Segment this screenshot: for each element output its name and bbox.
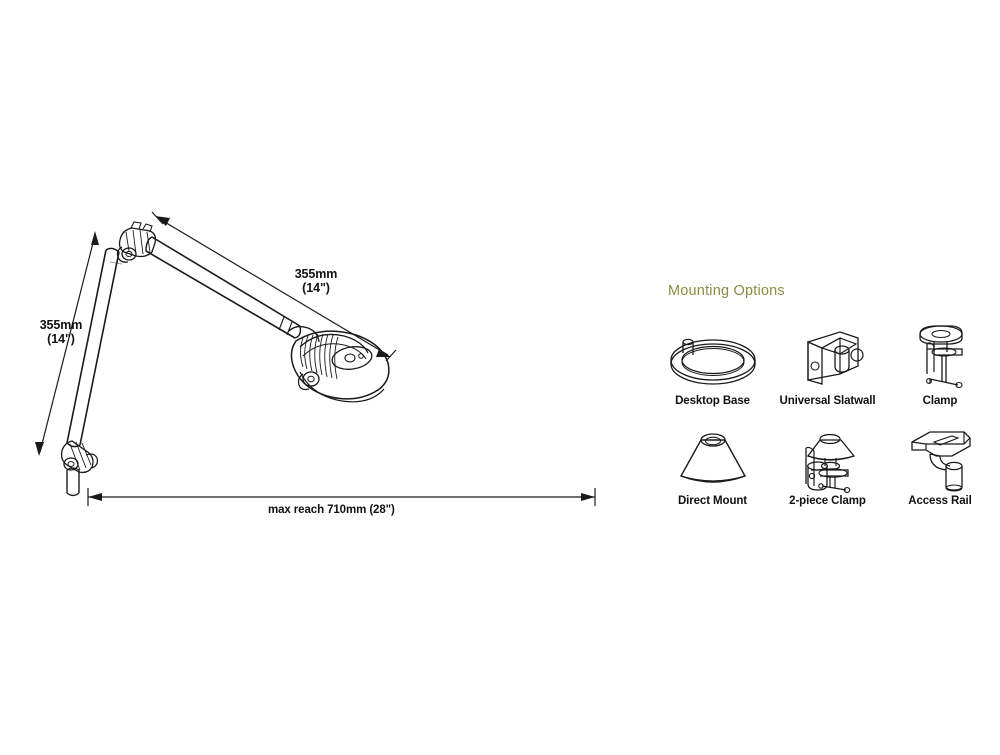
lamp-assembly	[60, 221, 390, 497]
lower-arm-tube	[66, 247, 123, 448]
upper-arm-tube	[145, 236, 302, 339]
mounting-option-access-rail[interactable]: Access Rail	[885, 407, 995, 507]
mounting-option-label: Access Rail	[908, 495, 972, 507]
two-piece-clamp-icon	[804, 433, 855, 493]
mounting-option-label: Desktop Base	[675, 395, 750, 407]
dimension-vertical-in: (14")	[47, 332, 75, 346]
mounting-options-grid: Desktop Base	[655, 307, 995, 507]
access-rail-icon	[911, 431, 971, 492]
mounting-option-direct-mount[interactable]: Direct Mount	[655, 407, 770, 507]
mounting-option-two-piece-clamp[interactable]: 2-piece Clamp	[770, 407, 885, 507]
mounting-options-title: Mounting Options	[668, 283, 785, 299]
dimension-label-max-reach: max reach 710mm (28")	[268, 504, 395, 516]
mounting-option-label: Direct Mount	[677, 495, 748, 507]
base-joint	[60, 440, 99, 497]
universal-slatwall-icon	[806, 331, 864, 385]
lamp-head	[288, 325, 390, 403]
dimension-lines	[35, 211, 596, 506]
mounting-option-desktop-base[interactable]: Desktop Base	[655, 307, 770, 407]
mounting-option-label: 2-piece Clamp	[789, 495, 866, 507]
dimension-label-vertical-arm: 355mm (14")	[30, 318, 92, 346]
mounting-option-clamp[interactable]: Clamp	[885, 307, 995, 407]
dimension-label-upper-arm: 355mm (14")	[281, 267, 351, 295]
desktop-base-icon	[669, 338, 756, 385]
elbow-joint	[116, 221, 157, 263]
mounting-option-universal-slatwall[interactable]: Universal Slatwall	[770, 307, 885, 407]
direct-mount-icon	[679, 433, 746, 483]
clamp-icon	[919, 325, 963, 389]
dimension-vertical-mm: 355mm	[39, 318, 83, 332]
mounting-option-label: Universal Slatwall	[779, 395, 876, 407]
mounting-options-panel: Mounting Options Desktop Base	[655, 283, 995, 508]
dimension-upper-mm: 355mm	[294, 267, 338, 281]
dimension-upper-in: (14")	[302, 281, 330, 295]
mounting-option-label: Clamp	[922, 395, 958, 407]
